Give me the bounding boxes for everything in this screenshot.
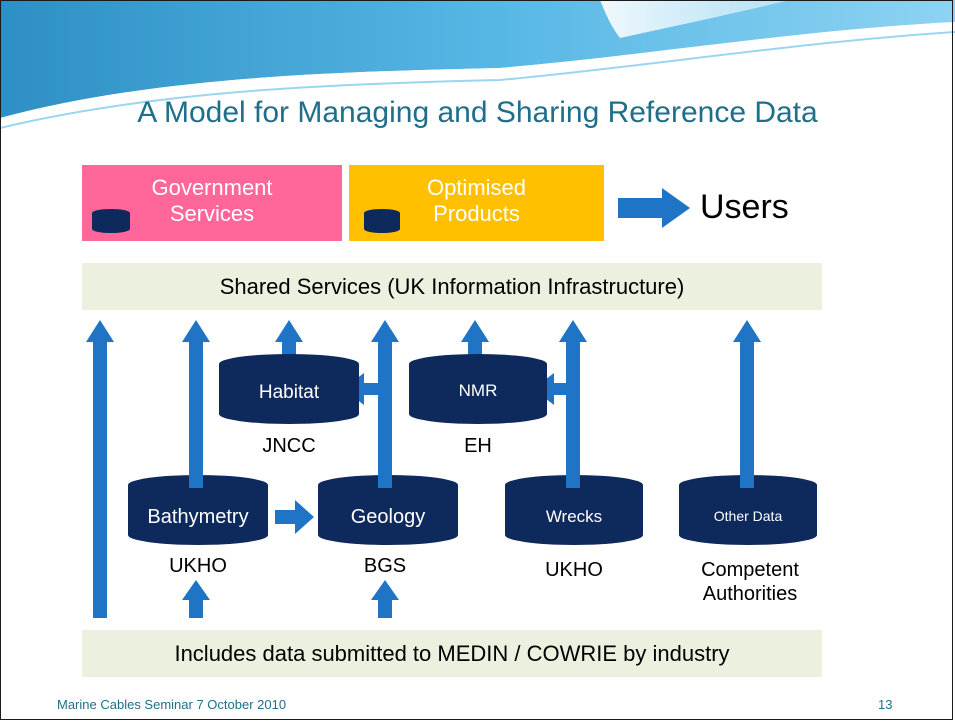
arrow-other-up	[740, 340, 754, 485]
government-services-line1: Government	[151, 175, 273, 200]
nmr-label: NMR	[458, 381, 498, 400]
arrow-up-icon	[733, 320, 761, 342]
geology-label: Geology	[350, 506, 426, 528]
arrow-up-icon	[182, 320, 210, 342]
wrecks-db: Wrecks	[505, 485, 643, 540]
arrow-geology-up	[378, 340, 392, 485]
bathymetry-db: Bathymetry	[128, 485, 268, 540]
arrow-right-icon	[295, 500, 314, 534]
arrow-up-icon	[275, 320, 303, 342]
source-eh: EH	[464, 435, 492, 457]
arrow-left-long	[93, 340, 107, 618]
arrow-wrecks-up	[566, 340, 580, 485]
other-data-label: Other Data	[713, 508, 783, 524]
optimised-products-line2: Products	[433, 201, 520, 226]
habitat-db: Habitat	[219, 364, 359, 419]
arrow-up-icon	[371, 580, 399, 600]
arrow-up-icon	[371, 320, 399, 342]
arrow-right-icon	[618, 188, 690, 228]
optimised-products-line1: Optimised	[426, 175, 527, 200]
bathymetry-label: Bathymetry	[147, 506, 249, 528]
wrecks-label: Wrecks	[545, 507, 603, 526]
other-data-db: Other Data	[679, 485, 817, 540]
database-bathymetry	[128, 475, 268, 545]
arrow-up-icon	[461, 320, 489, 342]
page-number: 13	[878, 697, 893, 712]
arrow-bottom-ukho	[189, 598, 203, 618]
source-bgs: BGS	[363, 555, 407, 577]
arrow-bottom-bgs	[378, 598, 392, 618]
database-icon	[364, 209, 400, 233]
footer-text: Marine Cables Seminar 7 October 2010	[57, 697, 287, 712]
arrow-up-icon	[182, 580, 210, 600]
optimised-products-box: Optimised Products	[349, 165, 604, 241]
competent-line2: Authorities	[702, 583, 798, 605]
arrow-wrecks-to-nmr	[552, 383, 568, 395]
geology-db: Geology	[318, 485, 458, 540]
arrow-geology-to-habitat	[362, 383, 380, 395]
arrow-bathymetry-to-geology	[275, 510, 297, 524]
shared-services-band: Shared Services (UK Information Infrastr…	[82, 263, 822, 310]
arrow-up-icon	[559, 320, 587, 342]
header-swoosh	[0, 0, 955, 129]
government-services-box: Government Services	[82, 165, 342, 241]
users-label: Users	[700, 188, 789, 226]
nmr-db: NMR	[409, 364, 547, 419]
slide-title: A Model for Managing and Sharing Referen…	[137, 96, 818, 129]
competent-line1: Competent	[701, 559, 799, 581]
habitat-label: Habitat	[258, 382, 320, 403]
arrow-up-icon	[86, 320, 114, 342]
database-other	[679, 475, 817, 545]
database-habitat	[219, 354, 359, 424]
source-ukho-bathymetry: UKHO	[169, 555, 227, 577]
source-competent-authorities: Competent Authorities	[685, 558, 815, 606]
arrow-bathymetry-up	[189, 340, 203, 485]
database-icon	[92, 209, 130, 233]
database-wrecks	[505, 475, 643, 545]
government-services-line2: Services	[169, 201, 255, 226]
industry-data-band: Includes data submitted to MEDIN / COWRI…	[82, 630, 822, 677]
source-ukho-wrecks: UKHO	[545, 559, 603, 581]
database-nmr	[409, 354, 547, 424]
source-jncc: JNCC	[262, 435, 316, 457]
